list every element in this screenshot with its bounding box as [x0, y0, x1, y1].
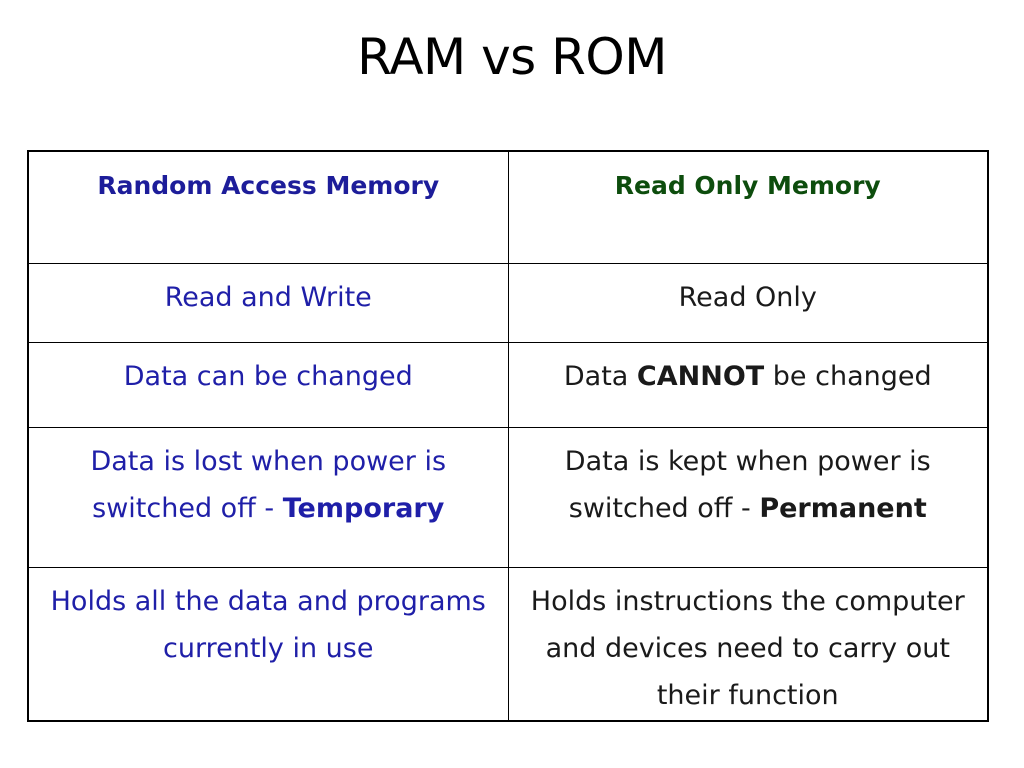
- rom-cell-text-emphasis: Permanent: [759, 492, 927, 524]
- table-header-row: Random Access Memory Read Only Memory: [27, 150, 989, 264]
- ram-cell-text: Read and Write: [164, 281, 372, 313]
- rom-cell-text-post: be changed: [764, 360, 932, 392]
- ram-cell-text-emphasis: Temporary: [282, 492, 445, 524]
- header-rom: Read Only Memory: [507, 150, 989, 264]
- rom-cell-text: Read Only: [678, 281, 817, 313]
- ram-cell-text-pre: Data is lost when power is switched off …: [90, 445, 447, 524]
- ram-cell-text: Data can be changed: [123, 360, 413, 392]
- table-row: Data is lost when power is switched off …: [27, 426, 989, 568]
- ram-cell: Data can be changed: [27, 341, 509, 428]
- table-row: Data can be changed Data CANNOT be chang…: [27, 341, 989, 428]
- rom-cell-text: Holds instructions the computer and devi…: [530, 585, 965, 711]
- table-row: Read and Write Read Only: [27, 262, 989, 343]
- table-row: Holds all the data and programs currentl…: [27, 566, 989, 722]
- ram-cell: Read and Write: [27, 262, 509, 343]
- rom-cell: Read Only: [507, 262, 989, 343]
- rom-cell-text-pre: Data is kept when power is switched off …: [564, 445, 931, 524]
- rom-cell-text-pre: Data: [563, 360, 637, 392]
- rom-cell: Data CANNOT be changed: [507, 341, 989, 428]
- ram-cell: Data is lost when power is switched off …: [27, 426, 509, 568]
- rom-cell-text-emphasis: CANNOT: [636, 360, 765, 392]
- ram-cell-text: Holds all the data and programs currentl…: [50, 585, 486, 664]
- rom-cell: Holds instructions the computer and devi…: [507, 566, 989, 722]
- comparison-table: Random Access Memory Read Only Memory Re…: [27, 150, 989, 722]
- ram-cell: Holds all the data and programs currentl…: [27, 566, 509, 722]
- header-ram: Random Access Memory: [27, 150, 509, 264]
- rom-cell: Data is kept when power is switched off …: [507, 426, 989, 568]
- slide-title: RAM vs ROM: [357, 28, 667, 86]
